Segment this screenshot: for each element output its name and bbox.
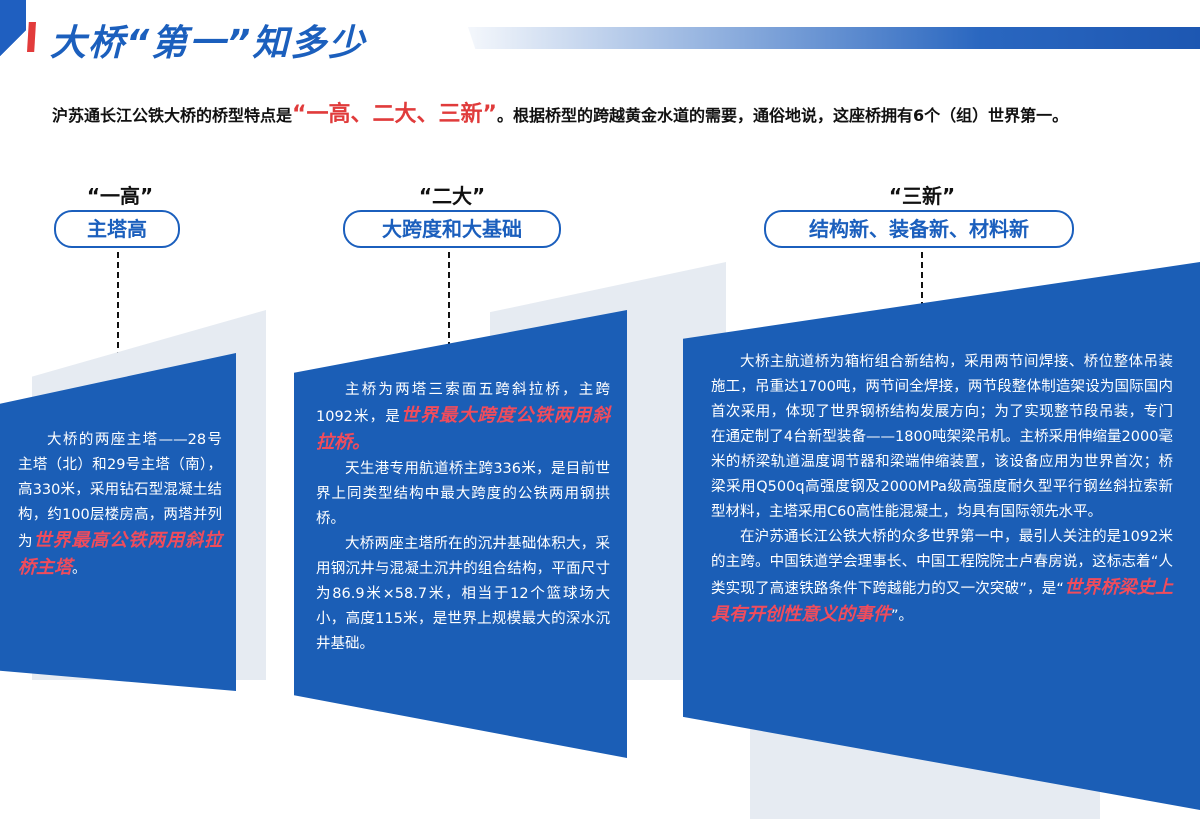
section-3-panel	[683, 262, 1200, 810]
section-2-p1-text: 主桥为两塔三索面五跨斜拉桥，主跨1092米，是	[316, 382, 610, 425]
intro-highlight: “一高、二大、三新”	[292, 102, 497, 127]
intro-after: 。根据桥型的跨越黄金水道的需要，通俗地说，这座桥拥有6个（组）世界第一。	[496, 106, 1069, 125]
section-2-emphasis: 世界最大跨度公铁两用斜拉桥。	[316, 405, 610, 453]
section-2-text: 主桥为两塔三索面五跨斜拉桥，主跨1092米，是世界最大跨度公铁两用斜拉桥。 天生…	[316, 378, 610, 657]
section-3-connector	[921, 252, 923, 308]
section-3-label: “三新”	[888, 184, 956, 208]
section-3-text: 大桥主航道桥为箱桁组合新结构，采用两节间焊接、桥位整体吊装施工，吊重达1700吨…	[711, 350, 1173, 629]
section-3-p2-text: 在沪苏通长江公铁大桥的众多世界第一中，最引人关注的是1092米的主跨。中国铁道学…	[711, 529, 1173, 597]
section-3-emphasis: 世界桥梁史上具有开创性意义的事件	[711, 577, 1173, 625]
section-1-text: 大桥的两座主塔——28号主塔（北）和29号主塔（南），高330米，采用钻石型混凝…	[18, 428, 222, 582]
section-3-paragraph-1: 大桥主航道桥为箱桁组合新结构，采用两节间焊接、桥位整体吊装施工，吊重达1700吨…	[711, 354, 1173, 520]
section-1-pill: 主塔高	[54, 210, 180, 248]
section-1-p1-end: 。	[72, 561, 87, 577]
section-2-label: “二大”	[418, 184, 486, 208]
section-2-paragraph-1: 主桥为两塔三索面五跨斜拉桥，主跨1092米，是世界最大跨度公铁两用斜拉桥。	[316, 378, 610, 457]
section-2-connector	[448, 252, 450, 368]
section-2-paragraph-2: 天生港专用航道桥主跨336米，是目前世界上同类型结构中最大跨度的公铁两用钢拱桥。	[316, 461, 610, 527]
section-2-panel	[294, 310, 627, 758]
section-1-panel	[0, 353, 236, 691]
section-2-pill: 大跨度和大基础	[343, 210, 561, 248]
corner-accent-blue	[0, 0, 26, 68]
intro-text: 沪苏通长江公铁大桥的桥型特点是“一高、二大、三新”。根据桥型的跨越黄金水道的需要…	[52, 96, 1200, 128]
section-1-connector	[117, 252, 119, 378]
page-title: 大桥“第一”知多少	[50, 23, 367, 64]
section-3-p2-end: ”。	[891, 608, 914, 624]
section-3-pill: 结构新、装备新、材料新	[764, 210, 1074, 248]
section-1-label: “一高”	[86, 184, 154, 208]
title-accent-red	[27, 22, 36, 52]
section-1-p1-text: 大桥的两座主塔——28号主塔（北）和29号主塔（南），高330米，采用钻石型混凝…	[18, 432, 222, 550]
intro-before: 沪苏通长江公铁大桥的桥型特点是	[52, 106, 293, 125]
section-3-paragraph-2: 在沪苏通长江公铁大桥的众多世界第一中，最引人关注的是1092米的主跨。中国铁道学…	[711, 525, 1173, 629]
section-1-paragraph: 大桥的两座主塔——28号主塔（北）和29号主塔（南），高330米，采用钻石型混凝…	[18, 428, 222, 582]
section-1-emphasis: 世界最高公铁两用斜拉桥主塔	[18, 530, 223, 578]
title-gradient-bar	[468, 27, 1200, 49]
section-2-paragraph-3: 大桥两座主塔所在的沉井基础体积大，采用钢沉井与混凝土沉井的组合结构，平面尺寸为8…	[316, 536, 610, 652]
